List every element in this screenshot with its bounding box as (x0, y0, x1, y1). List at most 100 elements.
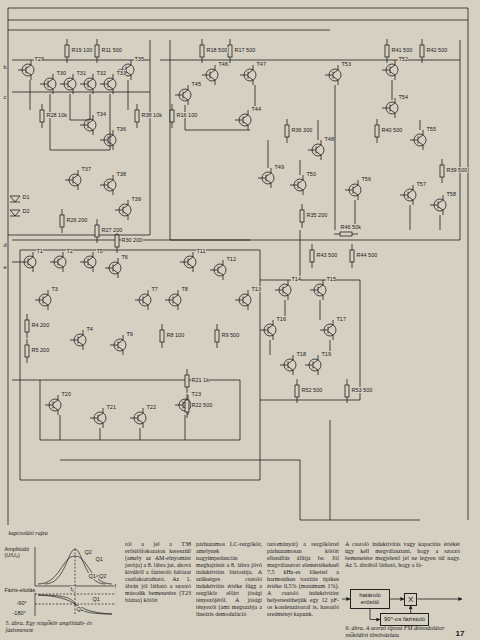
transistor-label: T14 (291, 276, 301, 282)
transistor-label: T1 (36, 248, 43, 254)
resistor-label: R17 500 (234, 47, 256, 53)
amplitude-curve (38, 556, 112, 584)
graph-axes (35, 547, 116, 616)
transistor-leads (175, 395, 188, 415)
transistor-leads (80, 252, 93, 272)
transistor-leads (180, 252, 193, 272)
transistor-label: T35 (134, 56, 144, 62)
transistor-label: T52 (398, 56, 408, 62)
diagram-label: -180° (12, 610, 26, 616)
resistor-symbol (440, 165, 444, 177)
resistor-label: R38 10k (141, 112, 163, 118)
components (18, 39, 446, 428)
transistor-label: T29 (34, 56, 44, 62)
resistor-symbol (95, 225, 99, 237)
transistor-label: T2 (66, 248, 73, 254)
transistor-label: T4 (86, 326, 93, 332)
transistor-label: T38 (116, 171, 126, 177)
connector (410, 606, 411, 614)
transistor-label: T54 (398, 94, 408, 100)
transistor-label: T19 (321, 351, 331, 357)
resistor-label: R21 1k (191, 377, 209, 383)
resistor-leads (442, 159, 443, 183)
resistor-leads (312, 244, 313, 268)
diagram-label: Q1 (95, 556, 103, 562)
resistor-label: R11 500 (101, 47, 122, 53)
transistor-leads (290, 175, 303, 195)
transistor-label: T39 (131, 196, 141, 202)
figure-caption: 6. ábra. A szorzó típusú FM demodulátor … (345, 625, 446, 639)
resistor-leads (302, 204, 303, 228)
transistor-leads (165, 290, 178, 310)
transistor-label: T48 (324, 136, 334, 142)
transistor-label: T45 (191, 81, 201, 87)
process-box: 90°-os fázistoló (380, 613, 429, 626)
resistor-symbol (285, 125, 289, 137)
resistor-symbol (60, 215, 64, 227)
transistor-label: T13 (251, 286, 261, 292)
resistor-symbol (300, 210, 304, 222)
transistor-label: T33 (116, 70, 126, 76)
box-text: 90°-os fázistoló (384, 616, 425, 623)
resistor-leads (27, 339, 28, 363)
transistor-leads (70, 330, 83, 350)
box-text: határoló erősítő (354, 592, 386, 606)
resistor-leads (230, 39, 231, 63)
resistor-label: R22 500 (191, 402, 213, 408)
diagram-label: e (3, 264, 7, 270)
transistor-label: T8 (181, 286, 188, 292)
transistor-leads (65, 170, 78, 190)
resistor-label: R26 200 (66, 217, 88, 223)
resistor-label: R36 300 (291, 127, 313, 133)
transistor-leads (202, 65, 215, 85)
transistor-label: T5 (96, 248, 103, 254)
transistor-leads (90, 408, 103, 428)
connector (370, 609, 380, 620)
resistor-symbol (185, 375, 189, 387)
wire-net (8, 8, 468, 525)
resistor-symbol (25, 320, 29, 332)
diagram-label: Fázis-eltolás (4, 587, 39, 593)
transistor-leads (18, 60, 31, 80)
transistor-leads (305, 355, 318, 375)
resistor-symbol (25, 345, 29, 357)
resistor-symbol (95, 45, 99, 57)
resistor-label: R8 100 (166, 332, 185, 338)
resistor-label: R40 500 (381, 127, 403, 133)
transistor-label: T3 (51, 286, 58, 292)
diagram-label: Q1<Q2 (88, 573, 107, 579)
diagram-label: Q2 (84, 549, 92, 555)
resistor-label: R27 200 (101, 227, 123, 233)
resistor-leads (422, 39, 423, 63)
transistor-leads (80, 115, 93, 135)
resistor-label: R44 500 (356, 252, 378, 258)
transistor-leads (135, 290, 148, 310)
diagram-label: d (3, 242, 7, 248)
resistor-label: R19 100 (71, 47, 93, 53)
resistor-leads (187, 369, 188, 393)
transistor-label: T44 (251, 106, 261, 112)
resistor-label: R4 200 (31, 322, 50, 328)
transistor-label: T57 (416, 181, 426, 187)
transistor-leads (310, 280, 323, 300)
resistor-label: R28 10k (46, 112, 68, 118)
transistor-leads (258, 168, 271, 188)
transistor-leads (105, 258, 118, 278)
resistor-label: R39 500 (446, 167, 468, 173)
connector (390, 599, 404, 600)
resistor-symbol (385, 45, 389, 57)
resistor-leads (42, 104, 43, 128)
resistor-leads (287, 119, 288, 143)
resistor-symbol (345, 385, 349, 397)
transistor-label: T23 (191, 391, 201, 397)
transistor-leads (410, 130, 423, 150)
resistor-leads (162, 324, 163, 348)
resistor-symbol (135, 110, 139, 122)
transistor-label: T30 (56, 70, 66, 76)
resistor-symbol (340, 232, 352, 236)
resistor-symbol (160, 330, 164, 342)
transistor-leads (115, 200, 128, 220)
resistor-label: R52 500 (301, 387, 323, 393)
transistor-leads (235, 110, 248, 130)
resistor-symbol (200, 45, 204, 57)
